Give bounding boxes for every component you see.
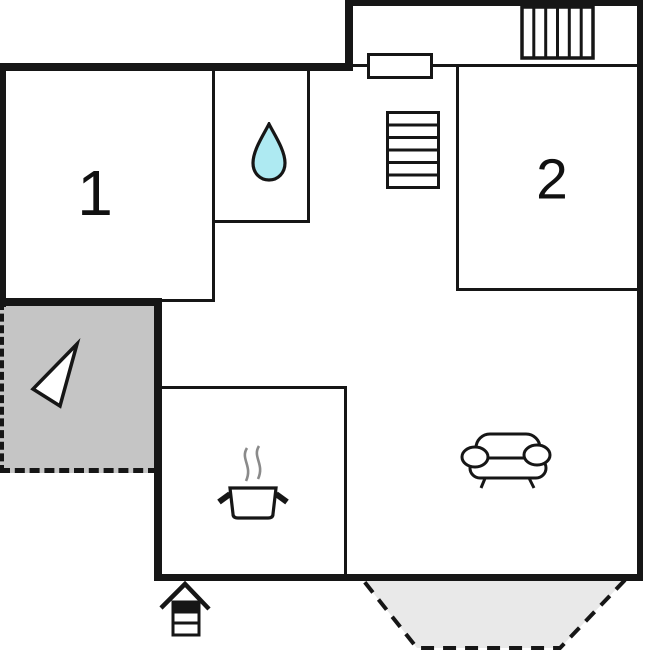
door-icon (367, 53, 433, 79)
steam-line (243, 447, 250, 482)
stairs-icon (386, 111, 440, 189)
terrace-bottom-fill (363, 580, 625, 648)
room1-label: 1 (77, 157, 113, 229)
wall-room1-bottom-thin (160, 299, 215, 302)
sofa-icon (460, 432, 552, 489)
wall-room1-bottom (0, 298, 162, 306)
cooking-pot-icon (217, 445, 289, 520)
terrace-bottom-area (361, 578, 627, 650)
direction-arrow-icon (30, 337, 81, 409)
wall-center-vertical (154, 298, 162, 581)
wall-room2-bottom (456, 288, 642, 291)
wall-top-strip (350, 64, 640, 67)
wall-top-right (345, 0, 643, 6)
wall-left (0, 63, 6, 307)
wall-bath-right (307, 66, 310, 223)
wall-room1-right (212, 66, 215, 301)
wall-top-left (0, 63, 352, 71)
terrace-left-area (0, 302, 158, 473)
terrace-bottom-dashed-border (361, 578, 627, 650)
wall-bumpout-left (345, 0, 353, 71)
wall-bottom (154, 574, 643, 581)
wall-bath-bottom (215, 220, 310, 223)
grill-icon (159, 580, 211, 637)
room2-label: 2 (536, 147, 568, 212)
wall-kitchen-top (161, 386, 347, 389)
wall-kitchen-right (344, 386, 347, 576)
steam-line (255, 445, 262, 480)
entry-steps-icon (520, 5, 595, 60)
wall-room2-left (456, 66, 459, 291)
water-drop-icon (251, 122, 287, 182)
